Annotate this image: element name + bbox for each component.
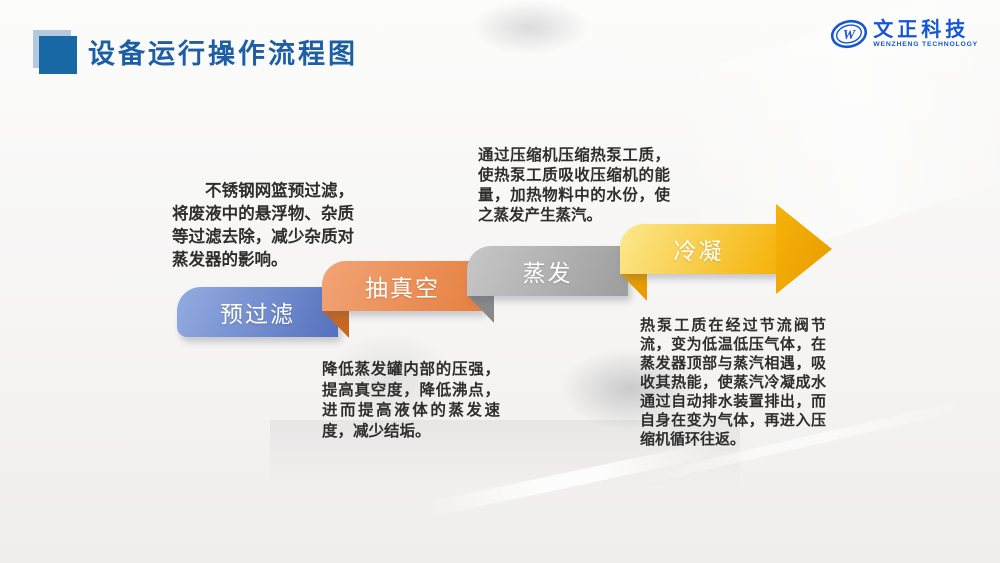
street-shadow [560,348,700,430]
step-banner-shape: 预过滤 [177,287,338,337]
street-shadow [325,330,455,430]
page-title: 设备运行操作流程图 [88,39,358,69]
step-label: 蒸发 [522,261,573,286]
svg-text:W: W [843,28,857,43]
step-banner-shape: 抽真空 [322,261,483,311]
logo-w-emblem-icon: W [831,19,868,49]
step-label: 预过滤 [220,302,295,327]
step-desc-vacuum: 降低蒸发罐内部的压强，提高真空度，降低沸点，进而提高液体的蒸发速度，减少结垢。 [322,361,500,440]
company-logo: W 文正科技 WENZHENG TECHNOLOGY [829,16,978,52]
step-desc-condense: 热泵工质在经过节流阀节流，变为低温低压气体，在蒸发器顶部与蒸汽相遇，吸收其热能，… [640,317,826,448]
step-banner-shape: 冷凝 [620,224,777,274]
step-desc-prefilter: 不锈钢网篮预过滤，将废液中的悬浮物、杂质等过滤去除，减少杂质对蒸发器的影响。 [172,182,354,269]
step-desc-evaporate: 通过压缩机压缩热泵工质，使热泵工质吸收压缩机的能量，加热物料中的水份，使之蒸发产… [478,147,670,224]
street-shadow [470,0,590,55]
step-label: 冷凝 [673,239,724,264]
logo-name: 文正科技 [873,18,970,41]
step-banner-shape: 蒸发 [467,246,628,296]
step-label: 抽真空 [365,276,440,301]
logo-subtitle: WENZHENG TECHNOLOGY [873,40,978,48]
title-marker-square-dark [39,36,77,74]
